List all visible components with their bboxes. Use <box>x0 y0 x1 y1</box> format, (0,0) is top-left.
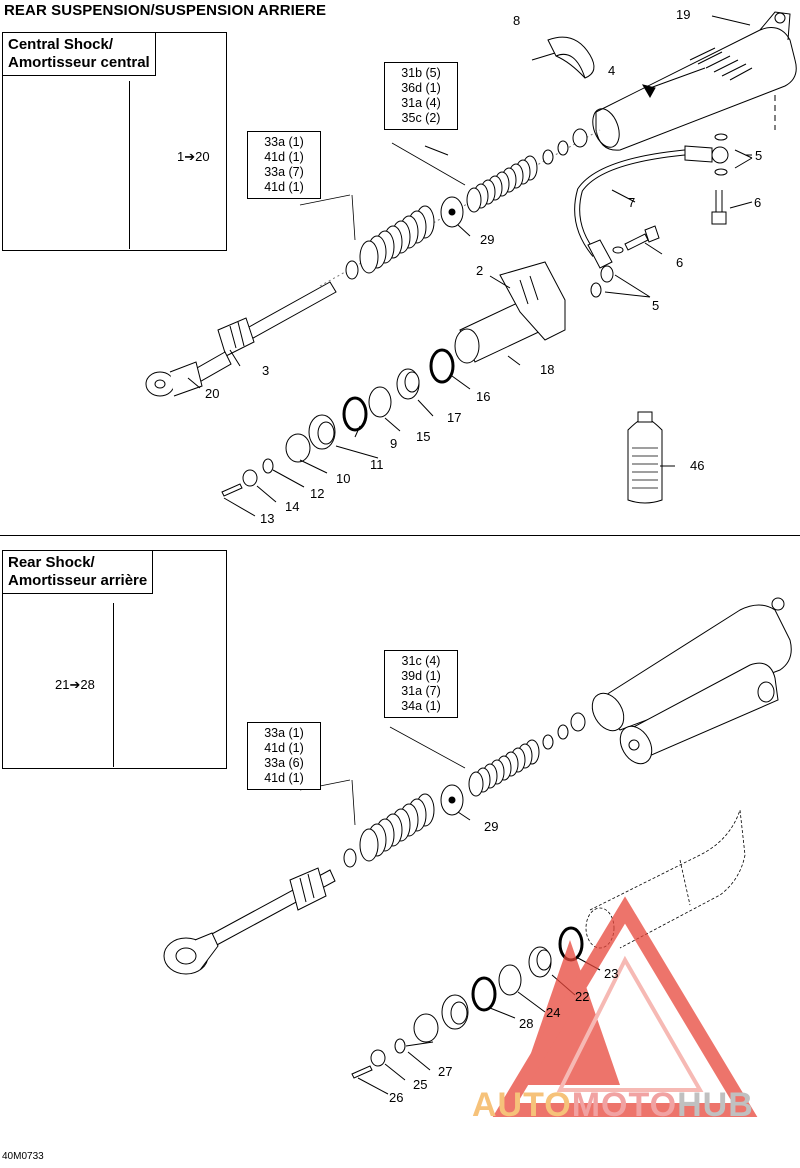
part-label-19: 19 <box>676 7 691 22</box>
part-8-washer <box>547 36 595 79</box>
callout-line: 41d (1) <box>264 180 304 194</box>
rear-callout-left: 33a (1) 41d (1) 33a (6) 41d (1) <box>247 722 321 790</box>
part-label-3: 3 <box>262 363 270 378</box>
callout-line: 33a (6) <box>264 756 304 770</box>
watermark-part1: AUTO <box>472 1086 572 1124</box>
part-29-piston-top <box>440 196 464 228</box>
part-label-27: 27 <box>438 1064 453 1079</box>
part-label-25: 25 <box>413 1077 428 1092</box>
part-label-7: 7 <box>628 195 636 210</box>
part-label-8: 8 <box>513 13 521 28</box>
part-6-screw-right <box>711 190 727 225</box>
rear-shock-thumbnail-box: Rear Shock/ Amortisseur arrière 21➔28 <box>2 550 227 769</box>
part-17 <box>396 368 420 400</box>
rear-shock-title: Rear Shock/ Amortisseur arrière <box>3 551 154 594</box>
shim-stack-left-bottom <box>343 793 435 868</box>
callout-line: 33a (1) <box>264 726 304 740</box>
part-label-6: 6 <box>754 195 762 210</box>
part-label-28: 28 <box>519 1016 534 1031</box>
rear-box-divider <box>113 603 114 767</box>
part-11 <box>308 414 336 450</box>
drawing-code: 40M0733 <box>2 1151 44 1162</box>
rear-shaft <box>163 867 336 975</box>
part-7-hose <box>574 145 729 269</box>
callout-line: 41d (1) <box>264 771 304 785</box>
shim-stack-right-top <box>466 155 538 213</box>
part-label-5: 5 <box>755 148 763 163</box>
part-label-5b: 5 <box>652 298 660 313</box>
part-label-15: 15 <box>416 429 431 444</box>
callout-line: 33a (7) <box>264 165 304 179</box>
nut-washers-bottom <box>542 712 586 750</box>
part-label-14: 14 <box>285 499 300 514</box>
part-label-16: 16 <box>476 389 491 404</box>
callout-line: 41d (1) <box>264 741 304 755</box>
part-label-22: 22 <box>575 989 590 1004</box>
page-title: REAR SUSPENSION/SUSPENSION ARRIERE <box>4 2 327 19</box>
callout-line: 33a (1) <box>264 135 304 149</box>
part-label-26: 26 <box>389 1090 404 1105</box>
rear-reservoir-assembly <box>591 597 792 765</box>
shim-stack-right-bottom <box>468 739 540 797</box>
rear-callout-right: 31c (4) 39d (1) 31a (7) 34a (1) <box>384 650 458 718</box>
part-4-reservoir-body <box>592 11 797 151</box>
part-29-piston-bottom <box>440 784 464 816</box>
callout-line: 31a (4) <box>401 96 441 110</box>
watermark-triangle <box>492 896 758 1117</box>
part-46-oil-bottle <box>627 411 663 504</box>
part-label-17: 17 <box>447 410 462 425</box>
callout-line: 39d (1) <box>401 669 441 683</box>
watermark-part2: MOTO <box>571 1086 678 1124</box>
rear-range-label: 21➔28 <box>55 677 95 692</box>
part-label-2: 2 <box>476 263 484 278</box>
watermark-logo-text: AUTOMOTOHUB <box>472 1086 754 1125</box>
central-shock-title: Central Shock/ Amortisseur central <box>3 33 156 76</box>
part-label-29-rear: 29 <box>484 819 499 834</box>
central-range-label: 1➔20 <box>177 149 210 164</box>
central-title-line1: Central Shock/ <box>8 36 114 53</box>
part-label-4: 4 <box>608 63 616 78</box>
section-divider <box>0 535 800 536</box>
central-callout-left: 33a (1) 41d (1) 33a (7) 41d (1) <box>247 131 321 199</box>
callout-line: 31b (5) <box>401 66 441 80</box>
part-3-shaft-top <box>145 281 337 397</box>
part-label-29: 29 <box>480 232 495 247</box>
central-title-line2: Amortisseur central <box>8 54 150 71</box>
part-label-24: 24 <box>546 1005 561 1020</box>
callout-line: 31a (7) <box>401 684 441 698</box>
part-label-23: 23 <box>604 966 619 981</box>
nut-washers-top <box>542 128 588 165</box>
part-label-13: 13 <box>260 511 275 526</box>
rear-title-line2: Amortisseur arrière <box>8 572 148 589</box>
part-label-20: 20 <box>205 386 220 401</box>
part-25-nut <box>370 1049 386 1067</box>
part-6-screw-middle <box>612 225 660 254</box>
part-label-9: 9 <box>390 436 398 451</box>
callout-line: 31c (4) <box>401 654 441 668</box>
callout-line: 35c (2) <box>401 111 441 125</box>
watermark-part3: HUB <box>677 1086 754 1124</box>
central-box-divider <box>129 81 130 249</box>
part-14-nut <box>242 469 258 487</box>
callout-line: 41d (1) <box>264 150 304 164</box>
part-18-body <box>454 261 566 364</box>
rear-title-line1: Rear Shock/ <box>8 554 95 571</box>
shim-stack-left-top <box>345 205 435 280</box>
part-27-valve <box>441 994 469 1030</box>
part-22 <box>528 946 552 978</box>
part-label-10: 10 <box>336 471 351 486</box>
central-shock-thumbnail-box: Central Shock/ Amortisseur central 1➔20 <box>2 32 227 251</box>
part-label-6b: 6 <box>676 255 684 270</box>
part-label-46: 46 <box>690 458 705 473</box>
part-label-18: 18 <box>540 362 555 377</box>
callout-line: 34a (1) <box>401 699 441 713</box>
part-label-12: 12 <box>310 486 325 501</box>
callout-line: 36d (1) <box>401 81 441 95</box>
part-label-11: 11 <box>370 457 384 472</box>
central-callout-right: 31b (5) 36d (1) 31a (4) 35c (2) <box>384 62 458 130</box>
